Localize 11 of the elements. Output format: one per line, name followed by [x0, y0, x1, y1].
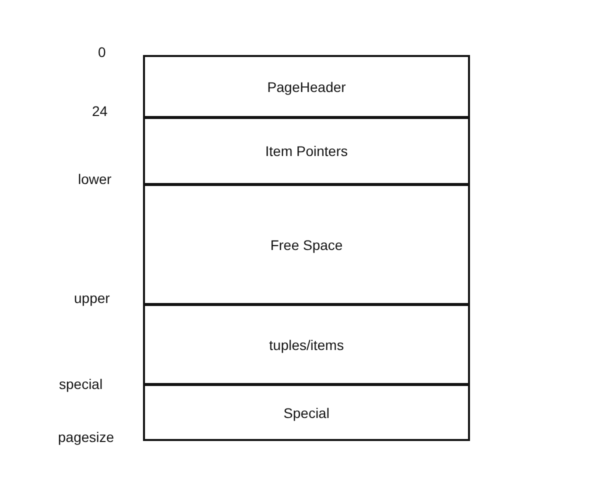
offset-label: upper [74, 290, 110, 306]
offset-label: special [59, 376, 103, 392]
offset-label: 24 [92, 103, 108, 119]
page-section: Item Pointers [143, 117, 470, 185]
page-section: tuples/items [143, 304, 470, 385]
offset-label: 0 [98, 44, 106, 60]
page-section: Free Space [143, 184, 470, 305]
page-section: PageHeader [143, 55, 470, 118]
offset-label: lower [78, 171, 112, 187]
page-section: Special [143, 384, 470, 441]
offset-label: pagesize [58, 429, 114, 445]
